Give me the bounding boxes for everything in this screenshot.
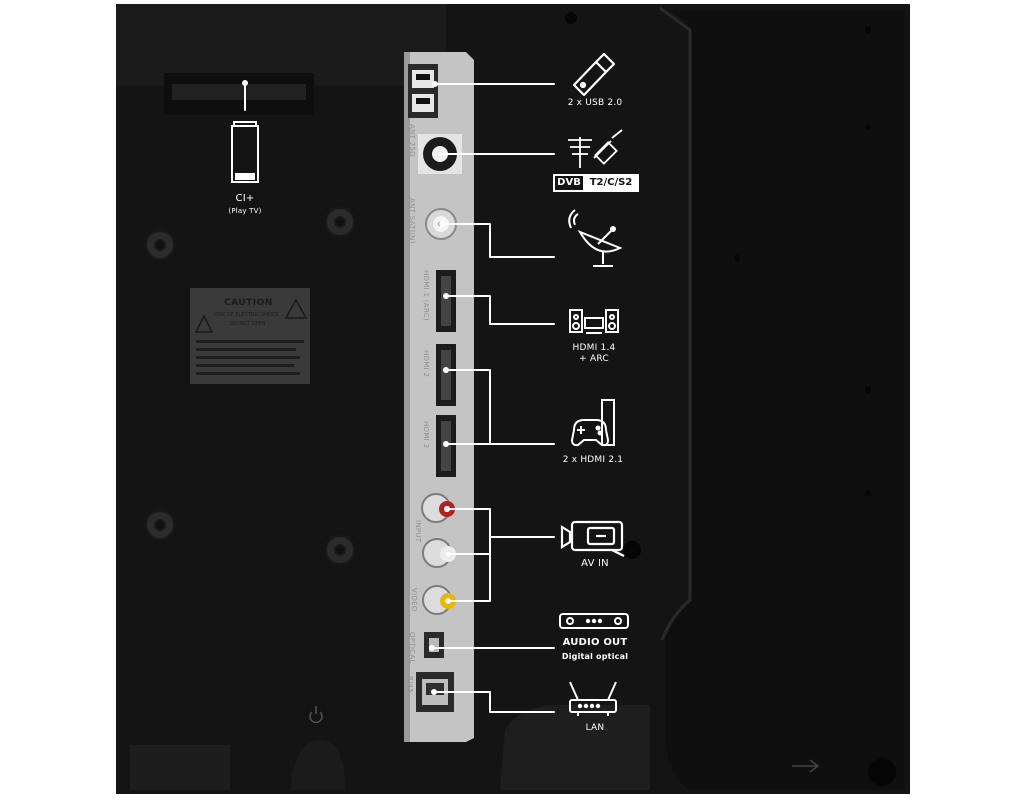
ci-card-icon [231, 121, 259, 183]
usb-ports [408, 64, 438, 118]
label-lan: LAN [585, 723, 605, 733]
panel-label-hdmi3: HDMI 3 [422, 421, 430, 449]
usb-stick-icon [572, 52, 616, 97]
panel-label-sat: ANT SAT(IN) [408, 198, 416, 244]
caution-line-2: DO NOT OPEN [230, 321, 266, 327]
panel-label-video: VIDEO [410, 588, 418, 612]
connector-lines [244, 82, 555, 713]
label-ci: CI+ [235, 193, 255, 204]
panel-label-input: INPUT [414, 520, 422, 543]
caution-text-lines [196, 340, 304, 375]
panel-label-rj45: RJ45 [406, 676, 414, 694]
dvb-logo [553, 174, 639, 192]
connector-dots [242, 80, 451, 695]
caution-plate [190, 288, 310, 384]
tv-back-upper-ledge [116, 4, 446, 86]
panel-label-hdmi1: HDMI 1 (ARC) [422, 270, 430, 321]
panel-label-ant: ANT 75Ω [408, 124, 416, 157]
satellite-dish-icon [568, 209, 623, 267]
soundbar-icon [559, 613, 629, 629]
power-icon [309, 706, 323, 724]
bottom-stand [130, 745, 230, 790]
small-holes [565, 12, 896, 786]
label-audio-out: AUDIO OUT [562, 637, 628, 648]
caution-title: CAUTION [224, 298, 273, 308]
optical-port [424, 632, 444, 658]
panel-label-optical: OPTICAL [408, 632, 416, 664]
camcorder-icon [560, 520, 625, 557]
hdmi-port-1 [436, 270, 456, 332]
label-dvb-sub: T2/C/S2 [589, 177, 633, 188]
vesa-mounts [145, 207, 355, 565]
label-av-in: AV IN [581, 558, 609, 569]
right-recess-rim [659, 6, 692, 641]
warning-triangle-left [194, 314, 214, 333]
right-recess [660, 10, 905, 790]
label-usb: 2 x USB 2.0 [567, 98, 623, 108]
panel-label-hdmi2: HDMI 2 [422, 350, 430, 378]
label-hdmi-21: 2 x HDMI 2.1 [562, 455, 624, 465]
ci-slot [172, 84, 306, 100]
bottom-arc [290, 740, 345, 790]
label-ci-sub: (Play TV) [228, 207, 262, 215]
antenna-icon [568, 129, 623, 168]
bottom-stand-right [500, 705, 650, 790]
label-audio-out-sub: Digital optical [561, 652, 629, 661]
label-dvb-mark: DVB [557, 177, 581, 188]
router-icon [569, 681, 617, 716]
arrow-icon [792, 759, 820, 773]
home-theater-icon [569, 309, 619, 334]
game-console-icon [570, 399, 615, 447]
hdmi-port-2 [436, 344, 456, 406]
warning-triangle-right [284, 298, 308, 319]
connector-panel-edge [404, 52, 410, 742]
caution-line-1: RISK OF ELECTRIC SHOCK [214, 312, 279, 318]
label-hdmi-arc-1: HDMI 1.4 [572, 343, 616, 353]
label-hdmi-arc-2: + ARC [579, 354, 609, 364]
